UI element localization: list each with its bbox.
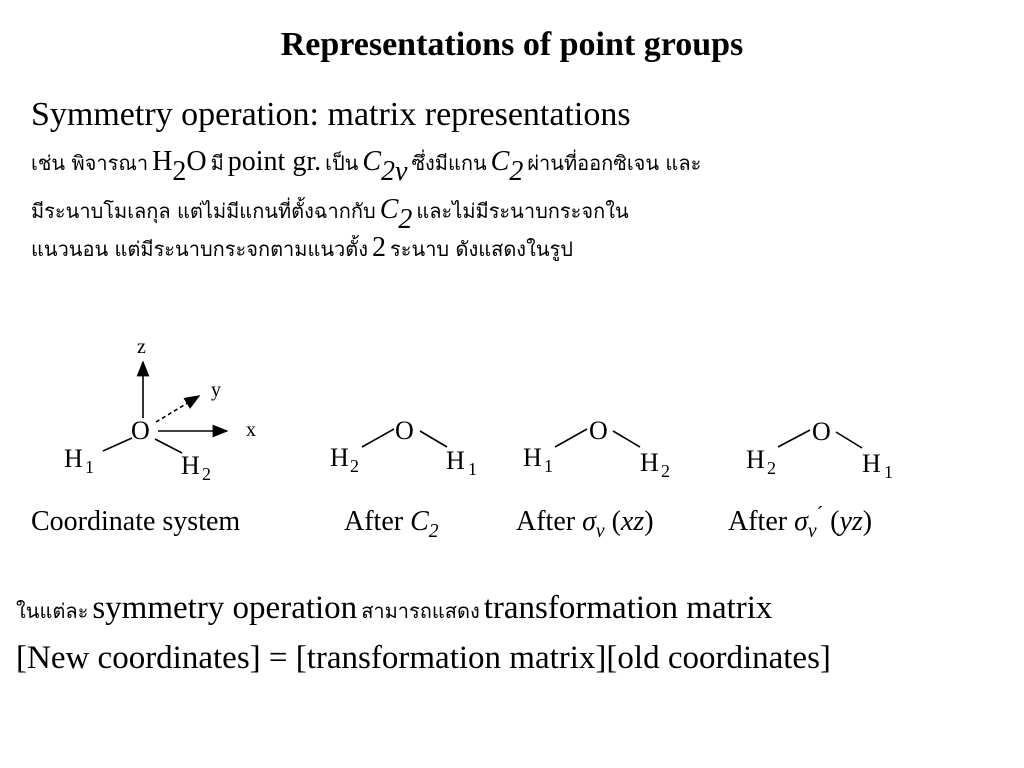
caption-sigma: σ — [582, 506, 596, 537]
y-axis-arrow — [155, 395, 201, 423]
formula-h-sub: 2 — [172, 155, 187, 187]
caption-symbol-sub: 2 — [428, 520, 439, 542]
atom-hydrogen-label: H — [862, 449, 881, 478]
atom-hydrogen-label: H — [64, 444, 83, 473]
atom-oxygen: O — [589, 416, 608, 445]
atom-hydrogen-label: H — [181, 451, 200, 480]
atom-oxygen: O — [812, 417, 831, 446]
atom-hydrogen-label: H — [446, 446, 465, 475]
caption-text: After — [516, 506, 583, 537]
axis-label-y: y — [211, 379, 221, 401]
bottom-line-1: ในแต่ละ symmetry operation สามารถแสดง tr… — [16, 590, 772, 627]
intro-text: ผ่านที่ออกซิเจน และ — [527, 151, 702, 175]
bottom-text: transformation matrix — [483, 590, 773, 626]
atom-hydrogen-label: H — [746, 445, 765, 474]
bond — [835, 431, 863, 449]
atom-hydrogen-label: H — [523, 443, 542, 472]
caption-sigma: σ — [794, 506, 808, 537]
caption-symbol: C — [410, 506, 429, 537]
symbol-c2v-sub: 2v — [381, 155, 408, 187]
symbol-c2-sub: 2 — [398, 203, 413, 235]
intro-text: ระนาบ ดังแสดงในรูป — [390, 237, 573, 261]
hydrogen-subscript: 1 — [544, 456, 553, 476]
caption-after-sigma-v-xz: After σv (xz) — [516, 506, 654, 541]
symbol-c2-sub: 2 — [509, 155, 524, 187]
bond — [419, 430, 448, 448]
intro-text: มีระนาบโมเลกุล แต่ไม่มีแกนที่ตั้งฉากกับ — [31, 199, 376, 223]
bond — [777, 429, 811, 448]
atom-oxygen: O — [395, 416, 414, 445]
after-c2-molecule: O H 2 H 1 — [330, 416, 477, 479]
plane-count: 2 — [372, 232, 387, 263]
intro-text: มี — [210, 151, 224, 175]
bottom-line-2-equation: [New coordinates] = [transformation matr… — [16, 640, 831, 676]
axis-label-z: z — [137, 336, 146, 358]
hydrogen-subscript: 2 — [350, 456, 359, 476]
bottom-text: ในแต่ละ — [16, 599, 89, 623]
symbol-c2: C — [379, 194, 399, 225]
formula-o: O — [186, 146, 207, 177]
bottom-text: สามารถแสดง — [361, 599, 480, 623]
caption-sigma-sub: v — [595, 520, 605, 542]
caption-coordinate-system: Coordinate system — [31, 506, 241, 537]
intro-text: แนวนอน แต่มีระนาบกระจกตามแนวตั้ง — [31, 237, 369, 261]
hydrogen-subscript: 2 — [767, 458, 776, 478]
bond — [612, 430, 641, 448]
bond — [154, 438, 183, 454]
intro-line-1: เช่น พิจารณา H2O มี point gr. เป็น C2v ซ… — [31, 146, 702, 185]
coordinate-system-molecule: z y x O H 1 H 2 — [64, 336, 256, 484]
bottom-text: symmetry operation — [92, 590, 358, 626]
bond — [361, 428, 395, 448]
caption-paren: ) — [644, 506, 654, 537]
caption-text: After — [344, 506, 411, 537]
caption-plane: yz — [839, 506, 863, 537]
caption-text: After — [728, 506, 795, 537]
atom-hydrogen-label: H — [330, 443, 349, 472]
formula-h: H — [152, 146, 173, 177]
hydrogen-subscript: 2 — [202, 464, 211, 484]
caption-paren: ) — [862, 506, 873, 537]
intro-point-group: point gr. — [227, 146, 322, 177]
symbol-c2v: C — [362, 146, 381, 177]
intro-line-2: มีระนาบโมเลกุล แต่ไม่มีแกนที่ตั้งฉากกับ … — [31, 194, 629, 233]
water-molecule-diagrams: z y x O H 1 H 2 O H 2 H 1 O H 1 H 2 O H … — [64, 336, 893, 484]
page-title: Representations of point groups — [280, 26, 744, 63]
caption-plane: xz — [620, 506, 645, 537]
intro-text: เช่น พิจารณา — [31, 151, 149, 175]
atom-hydrogen-label: H — [640, 448, 659, 477]
after-sigma-v-xz-molecule: O H 1 H 2 — [523, 416, 670, 481]
caption-after-sigma-v-prime-yz: After σv´ (yz) — [728, 504, 873, 541]
symbol-c2: C — [490, 146, 510, 177]
intro-line-3: แนวนอน แต่มีระนาบกระจกตามแนวตั้ง 2 ระนาบ… — [31, 232, 573, 265]
hydrogen-subscript: 1 — [468, 459, 477, 479]
caption-paren: ( — [604, 506, 621, 537]
caption-paren: ( — [823, 506, 840, 537]
caption-after-c2: After C2 — [344, 506, 439, 541]
hydrogen-subscript: 2 — [661, 461, 670, 481]
caption-prime: ´ — [816, 504, 824, 526]
caption-sigma-sub: v — [807, 520, 817, 542]
axis-label-x: x — [246, 419, 256, 441]
hydrogen-subscript: 1 — [85, 457, 94, 477]
intro-text: และไม่มีระนาบกระจกใน — [416, 199, 629, 223]
atom-oxygen: O — [131, 416, 150, 445]
bond — [554, 428, 588, 448]
intro-text: ซึ่งมีแกน — [411, 151, 487, 175]
after-sigma-v-prime-yz-molecule: O H 2 H 1 — [746, 417, 893, 482]
hydrogen-subscript: 1 — [884, 462, 893, 482]
intro-text: เป็น — [325, 151, 359, 175]
bond — [102, 437, 133, 452]
section-heading: Symmetry operation: matrix representatio… — [31, 96, 631, 133]
